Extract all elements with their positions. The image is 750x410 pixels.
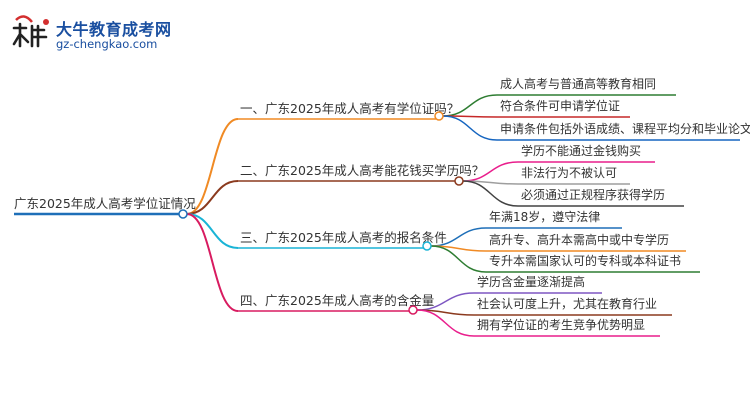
leaf-label-2-3: 必须通过正规程序获得学历 (521, 187, 665, 202)
leaf-node-3-3[interactable]: 专升本需国家认可的专科或本科证书 (486, 253, 700, 273)
site-logo[interactable]: 大牛教育成考网 gz-chengkao.com (10, 14, 210, 54)
leaf-label-1-3: 申请条件包括外语成绩、课程平均分和毕业论文 (500, 121, 750, 136)
branch-label-4: 四、广东2025年成人高考的含金量 (240, 293, 434, 308)
leaf-label-4-2: 社会认可度上升，尤其在教育行业 (477, 296, 657, 311)
branch-node-4[interactable]: 四、广东2025年成人高考的含金量 (238, 293, 434, 315)
edge-branch-4-leaf-3 (416, 309, 475, 337)
branch-node-2[interactable]: 二、广东2025年成人高考能花钱买学历吗？ (238, 163, 484, 186)
branch-node-3[interactable]: 三、广东2025年成人高考的报名条件 (238, 230, 447, 251)
edge-branch-1-leaf-3 (442, 115, 498, 141)
root-connector (178, 209, 188, 219)
root-label: 广东2025年成人高考学位证情况 (14, 196, 196, 211)
branch-label-3: 三、广东2025年成人高考的报名条件 (240, 230, 447, 245)
leaf-label-1-2: 符合条件可申请学位证 (500, 98, 620, 113)
leaf-node-2-1[interactable]: 学历不能通过金钱购买 (518, 143, 655, 163)
edge-root-branch-1 (186, 118, 239, 215)
branch-label-1: 一、广东2025年成人高考有学位证吗？ (240, 101, 459, 116)
mindmap-edges (186, 94, 519, 337)
leaf-node-4-2[interactable]: 社会认可度上升，尤其在教育行业 (474, 296, 672, 316)
branch-connector-3 (422, 241, 432, 251)
leaf-label-2-1: 学历不能通过金钱购买 (521, 143, 641, 158)
leaf-label-1-1: 成人高考与普通高等教育相同 (500, 76, 656, 91)
leaf-node-4-3[interactable]: 拥有学位证的考生竞争优势明显 (474, 317, 660, 337)
leaf-node-2-2[interactable]: 非法行为不被认可 (518, 166, 630, 185)
leaf-node-4-1[interactable]: 学历含金量逐渐提高 (474, 274, 602, 294)
branch-connector-1 (434, 111, 444, 121)
edge-root-branch-3 (186, 213, 239, 249)
edge-root-branch-4 (186, 213, 239, 312)
leaf-label-3-1: 年满18岁，遵守法律 (489, 209, 600, 224)
leaf-node-1-2[interactable]: 符合条件可申请学位证 (497, 98, 630, 118)
leaf-label-2-2: 非法行为不被认可 (521, 166, 617, 180)
branch-connector-4 (408, 305, 418, 315)
leaf-label-3-2: 高升专、高升本需高中或中专学历 (489, 232, 669, 247)
branch-connector-2 (454, 176, 464, 186)
leaf-label-4-1: 学历含金量逐渐提高 (477, 274, 585, 289)
edge-branch-2-leaf-3 (462, 180, 519, 207)
branch-label-2: 二、广东2025年成人高考能花钱买学历吗？ (240, 163, 484, 178)
logo-name: 大牛教育成考网 (56, 20, 172, 39)
leaf-node-2-3[interactable]: 必须通过正规程序获得学历 (518, 187, 684, 207)
leaf-label-3-3: 专升本需国家认可的专科或本科证书 (489, 253, 681, 268)
leaf-label-4-3: 拥有学位证的考生竞争优势明显 (477, 317, 645, 332)
leaf-node-1-3[interactable]: 申请条件包括外语成绩、课程平均分和毕业论文 (497, 121, 750, 141)
root-node[interactable]: 广东2025年成人高考学位证情况 (14, 196, 196, 219)
leaf-node-3-1[interactable]: 年满18岁，遵守法律 (486, 209, 622, 229)
leaf-node-3-2[interactable]: 高升专、高升本需高中或中专学历 (486, 232, 686, 252)
bull-logo-icon (12, 15, 49, 48)
logo-url: gz-chengkao.com (56, 37, 158, 51)
edge-branch-3-leaf-3 (430, 245, 487, 273)
edge-root-branch-2 (186, 180, 239, 215)
branch-node-1[interactable]: 一、广东2025年成人高考有学位证吗？ (238, 101, 459, 121)
leaf-node-1-1[interactable]: 成人高考与普通高等教育相同 (497, 76, 676, 96)
